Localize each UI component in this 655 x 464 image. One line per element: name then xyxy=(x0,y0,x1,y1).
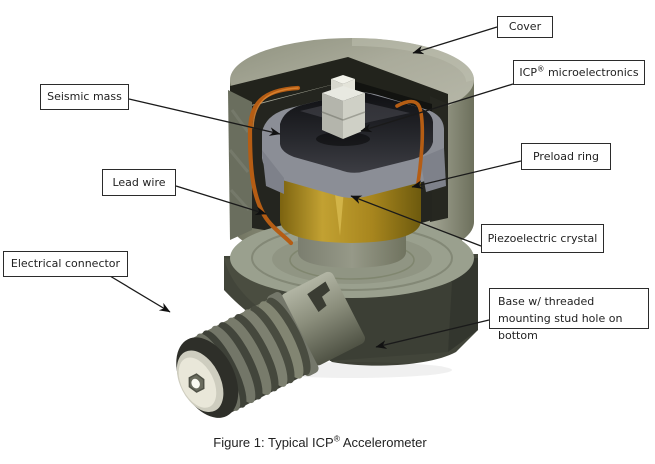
left-cut-face xyxy=(228,90,252,240)
label-piezoelectric-crystal: Piezoelectric crystal xyxy=(481,224,604,253)
leader-preload-ring xyxy=(411,160,522,189)
label-base-text: Base w/ threaded mounting stud hole on b… xyxy=(498,295,623,343)
icp-microelectronics-cube xyxy=(321,75,366,139)
label-preload-ring: Preload ring xyxy=(521,143,611,170)
label-lead-wire: Lead wire xyxy=(102,169,176,196)
connector-tip xyxy=(176,337,239,418)
label-preload-ring-text: Preload ring xyxy=(532,149,600,163)
leader-seismic-mass xyxy=(128,98,281,136)
leader-cover xyxy=(412,26,498,55)
caption-registered-trademark-symbol: ® xyxy=(333,433,340,444)
leader-lead-wire xyxy=(175,185,267,216)
wall-cross-section xyxy=(230,57,448,122)
registered-trademark-symbol: ® xyxy=(536,63,545,73)
lead-wire-right xyxy=(395,99,425,185)
label-seismic-mass: Seismic mass xyxy=(40,84,129,110)
caption-prefix: Figure 1: Typical ICP xyxy=(213,435,334,450)
lead-wire-left xyxy=(247,85,301,246)
label-cover-text: Cover xyxy=(508,20,542,34)
label-electrical-connector-text: Electrical connector xyxy=(10,257,121,271)
label-icp-microelectronics: ICP® microelectronics xyxy=(513,60,645,85)
leader-piezoelectric-crystal xyxy=(350,195,482,247)
electrical-connector xyxy=(176,271,365,418)
label-cover: Cover xyxy=(497,16,553,38)
figure-caption: Figure 1: Typical ICP® Accelerometer xyxy=(95,433,545,450)
leader-icp-microelectronics xyxy=(360,83,514,133)
label-electrical-connector: Electrical connector xyxy=(3,251,128,277)
label-piezoelectric-crystal-text: Piezoelectric crystal xyxy=(487,231,598,245)
leader-electrical-connector xyxy=(109,275,171,313)
internal-stack xyxy=(247,75,446,268)
label-seismic-mass-text: Seismic mass xyxy=(47,90,122,104)
leader-base xyxy=(375,319,490,349)
label-icp-text: ICP® microelectronics xyxy=(519,63,639,79)
label-base: Base w/ threaded mounting stud hole on b… xyxy=(489,288,649,342)
caption-suffix: Accelerometer xyxy=(339,435,427,450)
leader-lines xyxy=(109,26,522,349)
label-lead-wire-text: Lead wire xyxy=(112,175,166,189)
